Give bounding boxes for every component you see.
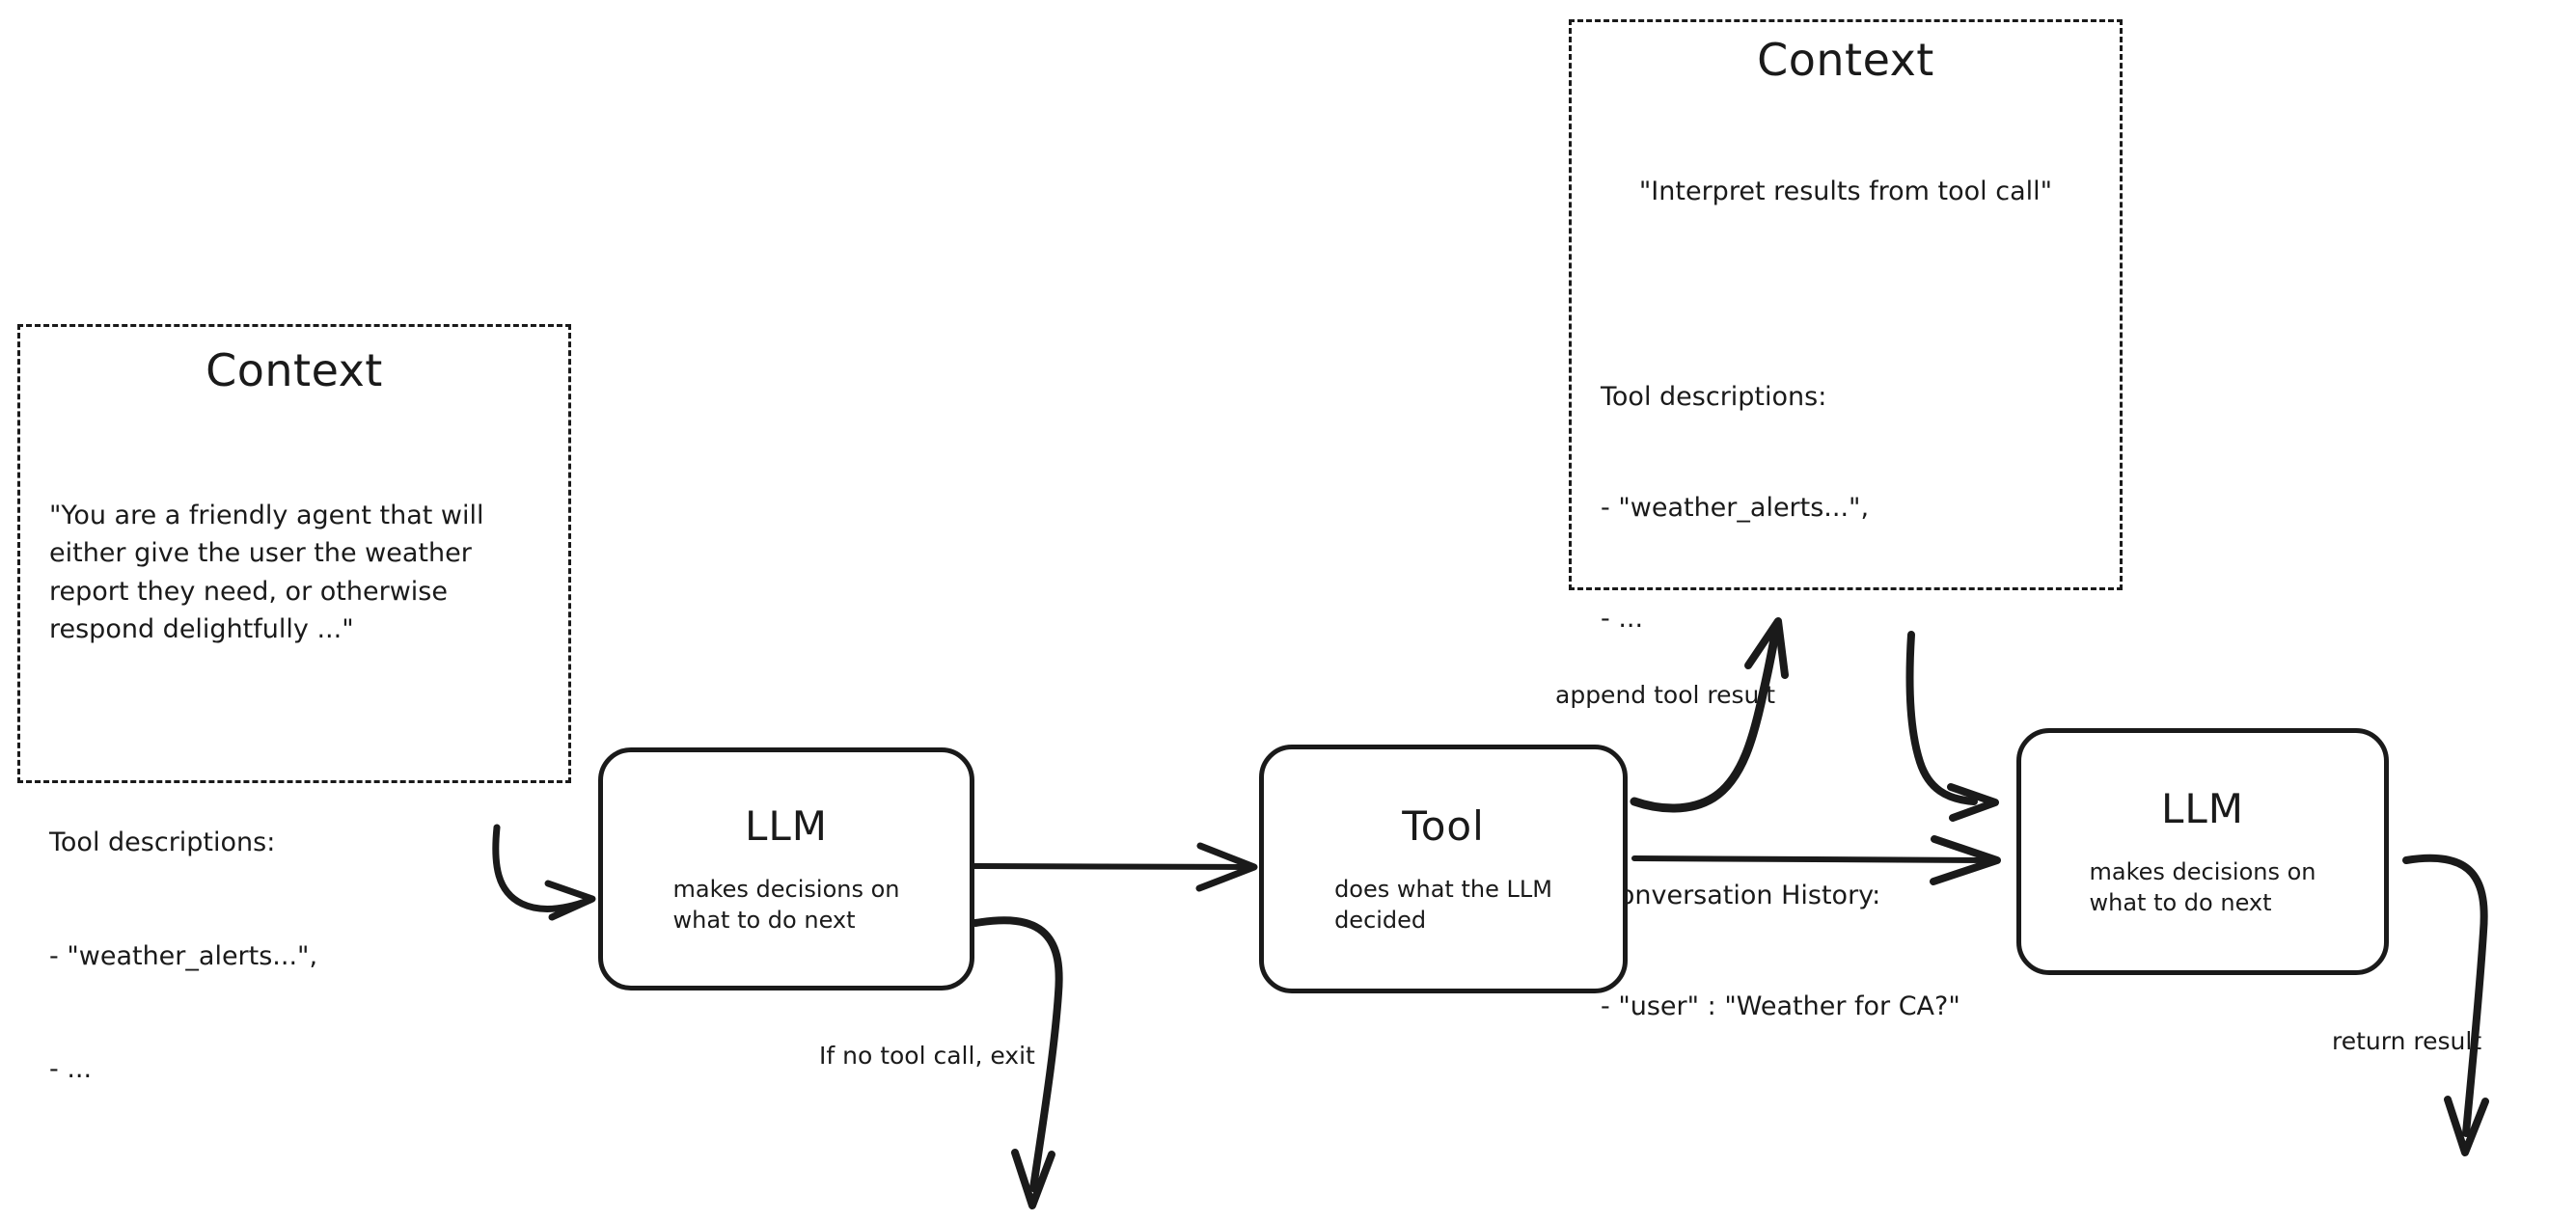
context-right-tools: Tool descriptions: - "weather_alerts..."… xyxy=(1601,306,2120,713)
context-right-body: "Interpret results from tool call" Tool … xyxy=(1601,99,2120,1221)
context-right-title: Context xyxy=(1757,34,1934,86)
edge-label-append-tool-result: append tool result xyxy=(1555,681,1776,709)
node-llm-second-title: LLM xyxy=(2160,784,2245,832)
node-llm-second-subtitle: makes decisions on what to do next xyxy=(2089,857,2316,916)
node-tool-subtitle: does what the LLM decided xyxy=(1334,875,1552,934)
context-box-left: Context "You are a friendly agent that w… xyxy=(17,324,571,1084)
context-right-conversation-item-0: - "user" : "Weather for CA?" xyxy=(1601,990,1960,1021)
node-tool[interactable]: Tool does what the LLM decided xyxy=(1259,745,1628,993)
context-right-conversation: Conversation History: - "user" : "Weathe… xyxy=(1601,803,2120,1099)
node-llm-first[interactable]: LLM makes decisions on what to do next xyxy=(598,747,974,990)
node-tool-title: Tool xyxy=(1402,801,1485,850)
node-llm-first-title: LLM xyxy=(744,801,829,850)
context-right-system-prompt: "Interpret results from tool call" xyxy=(1638,176,2053,206)
context-left-tools-item-1: - ... xyxy=(49,1054,93,1085)
arrow-llm1-to-tool xyxy=(969,842,1258,892)
context-right-conversation-heading: Conversation History: xyxy=(1601,880,1881,910)
context-right-tools-heading: Tool descriptions: xyxy=(1601,382,1827,413)
context-left-title: Context xyxy=(206,344,383,396)
edge-label-return-result: return result xyxy=(2332,1027,2482,1055)
context-left-body: "You are a friendly agent that will eith… xyxy=(49,421,568,1221)
node-llm-second[interactable]: LLM makes decisions on what to do next xyxy=(2016,728,2389,975)
edge-label-if-no-tool-call-exit: If no tool call, exit xyxy=(819,1042,1035,1070)
arrow-llm2-return xyxy=(2402,854,2489,1156)
context-left-tools-item-0: - "weather_alerts...", xyxy=(49,940,318,971)
context-left-tools: Tool descriptions: - "weather_alerts..."… xyxy=(49,748,568,1164)
context-left-tools-heading: Tool descriptions: xyxy=(49,828,276,858)
context-left-system-prompt: "You are a friendly agent that will eith… xyxy=(49,501,484,644)
node-llm-first-subtitle: makes decisions on what to do next xyxy=(672,875,900,934)
context-right-tool-result: - "tool_result": { "state": "CA", [ { "r… xyxy=(1601,1190,2120,1221)
context-box-right: Context "Interpret results from tool cal… xyxy=(1569,19,2123,1021)
context-right-tools-item-1: - ... xyxy=(1601,604,1644,635)
context-right-tools-item-0: - "weather_alerts...", xyxy=(1601,493,1870,524)
